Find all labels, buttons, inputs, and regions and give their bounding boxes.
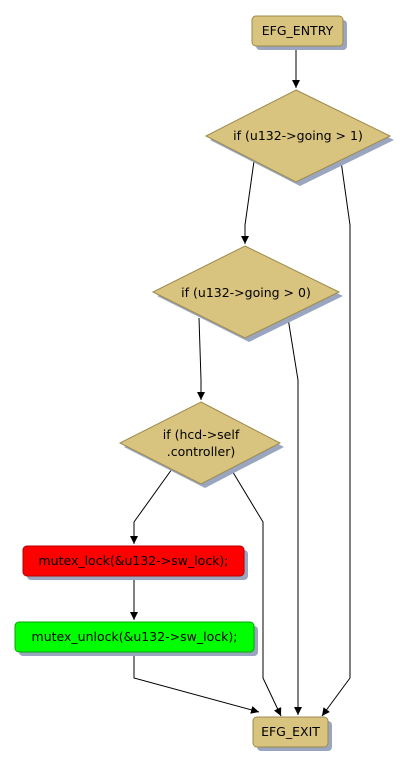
node-mutex-lock-label: mutex_lock(&u132->sw_lock); — [38, 553, 228, 568]
node-cond-going-gt-1-label: if (u132->going > 1) — [233, 128, 363, 143]
edge-cond3-to-exit — [230, 468, 282, 717]
node-efg-exit[interactable]: EFG_EXIT — [252, 716, 332, 751]
node-cond-hcd-self-controller-label-line2: .controller) — [167, 444, 235, 459]
node-mutex-lock[interactable]: mutex_lock(&u132->sw_lock); — [22, 545, 248, 580]
edge-cond2-to-exit — [287, 317, 302, 715]
node-cond-going-gt-0-label: if (u132->going > 0) — [181, 285, 311, 300]
edge-cond3-to-lock — [130, 468, 173, 544]
edge-cond2-to-cond3 — [197, 317, 205, 400]
edge-cond1-to-exit — [321, 160, 351, 717]
node-cond-going-gt-0[interactable]: if (u132->going > 0) — [151, 245, 343, 342]
node-mutex-unlock[interactable]: mutex_unlock(&u132->sw_lock); — [14, 621, 258, 656]
edge-unlock-to-exit — [133, 654, 260, 714]
node-efg-exit-label: EFG_EXIT — [261, 724, 320, 739]
node-efg-entry[interactable]: EFG_ENTRY — [251, 15, 347, 50]
node-cond-hcd-self-controller-label-line1: if (hcd->self — [163, 427, 240, 442]
node-cond-going-gt-1[interactable]: if (u132->going > 1) — [204, 89, 394, 186]
node-efg-entry-label: EFG_ENTRY — [262, 23, 334, 38]
node-mutex-unlock-label: mutex_unlock(&u132->sw_lock); — [32, 629, 238, 644]
edges — [130, 46, 351, 717]
edge-cond1-to-cond2 — [241, 160, 255, 244]
node-cond-hcd-self-controller[interactable]: if (hcd->self .controller) — [118, 401, 284, 488]
